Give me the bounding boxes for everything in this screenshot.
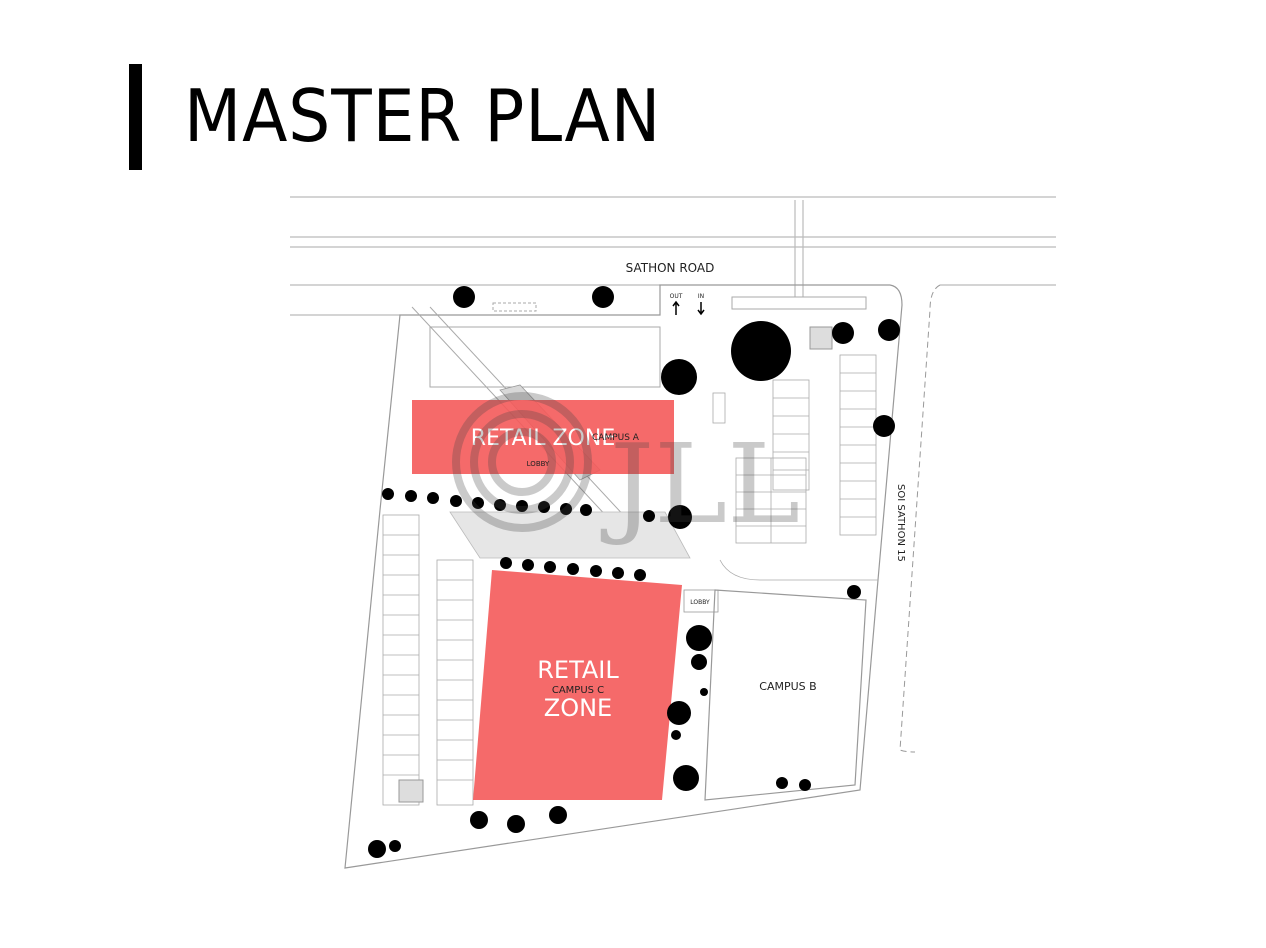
page-title: MASTER PLAN (184, 74, 662, 158)
sathon-road (290, 196, 1056, 316)
retail-zone-bottom-label-line2: ZONE (544, 694, 612, 722)
in-arrow-icon (697, 302, 705, 316)
kiosk (809, 326, 833, 350)
campus-b-label: CAMPUS B (759, 680, 816, 693)
plaza (449, 511, 691, 559)
trees (368, 286, 900, 858)
campus-c-label: CAMPUS C (552, 685, 604, 696)
retail-zone-top (412, 400, 674, 474)
retail-zone-bottom-label-line1: RETAIL (537, 656, 619, 684)
top-bay (492, 302, 537, 312)
side-road-name-label: SOI SATHON 15 (895, 484, 906, 562)
site-boundary (344, 284, 903, 869)
road-name-label: SATHON ROAD (626, 261, 715, 275)
jll-watermark: JLL (452, 392, 800, 548)
title-accent-bar (129, 64, 142, 170)
out-arrow-icon (672, 300, 680, 315)
right-parking (712, 354, 878, 581)
left-kiosk (398, 779, 424, 803)
campus-b-building (704, 589, 867, 801)
campus-a-lobby-label: LOBBY (527, 460, 550, 468)
campus-a-label: CAMPUS A (592, 433, 640, 443)
campus-b-lobby (683, 589, 719, 613)
in-label: IN (698, 293, 704, 300)
out-label: OUT (670, 293, 683, 300)
retail-zone-bottom (473, 570, 682, 800)
campus-b-lobby-label: LOBBY (690, 599, 710, 606)
drop-off-bay (731, 296, 867, 310)
left-parking (382, 514, 474, 806)
watermark-text: JLL (600, 420, 800, 548)
retail-zone-top-label: RETAIL ZONE (471, 426, 615, 451)
top-building (429, 326, 661, 388)
